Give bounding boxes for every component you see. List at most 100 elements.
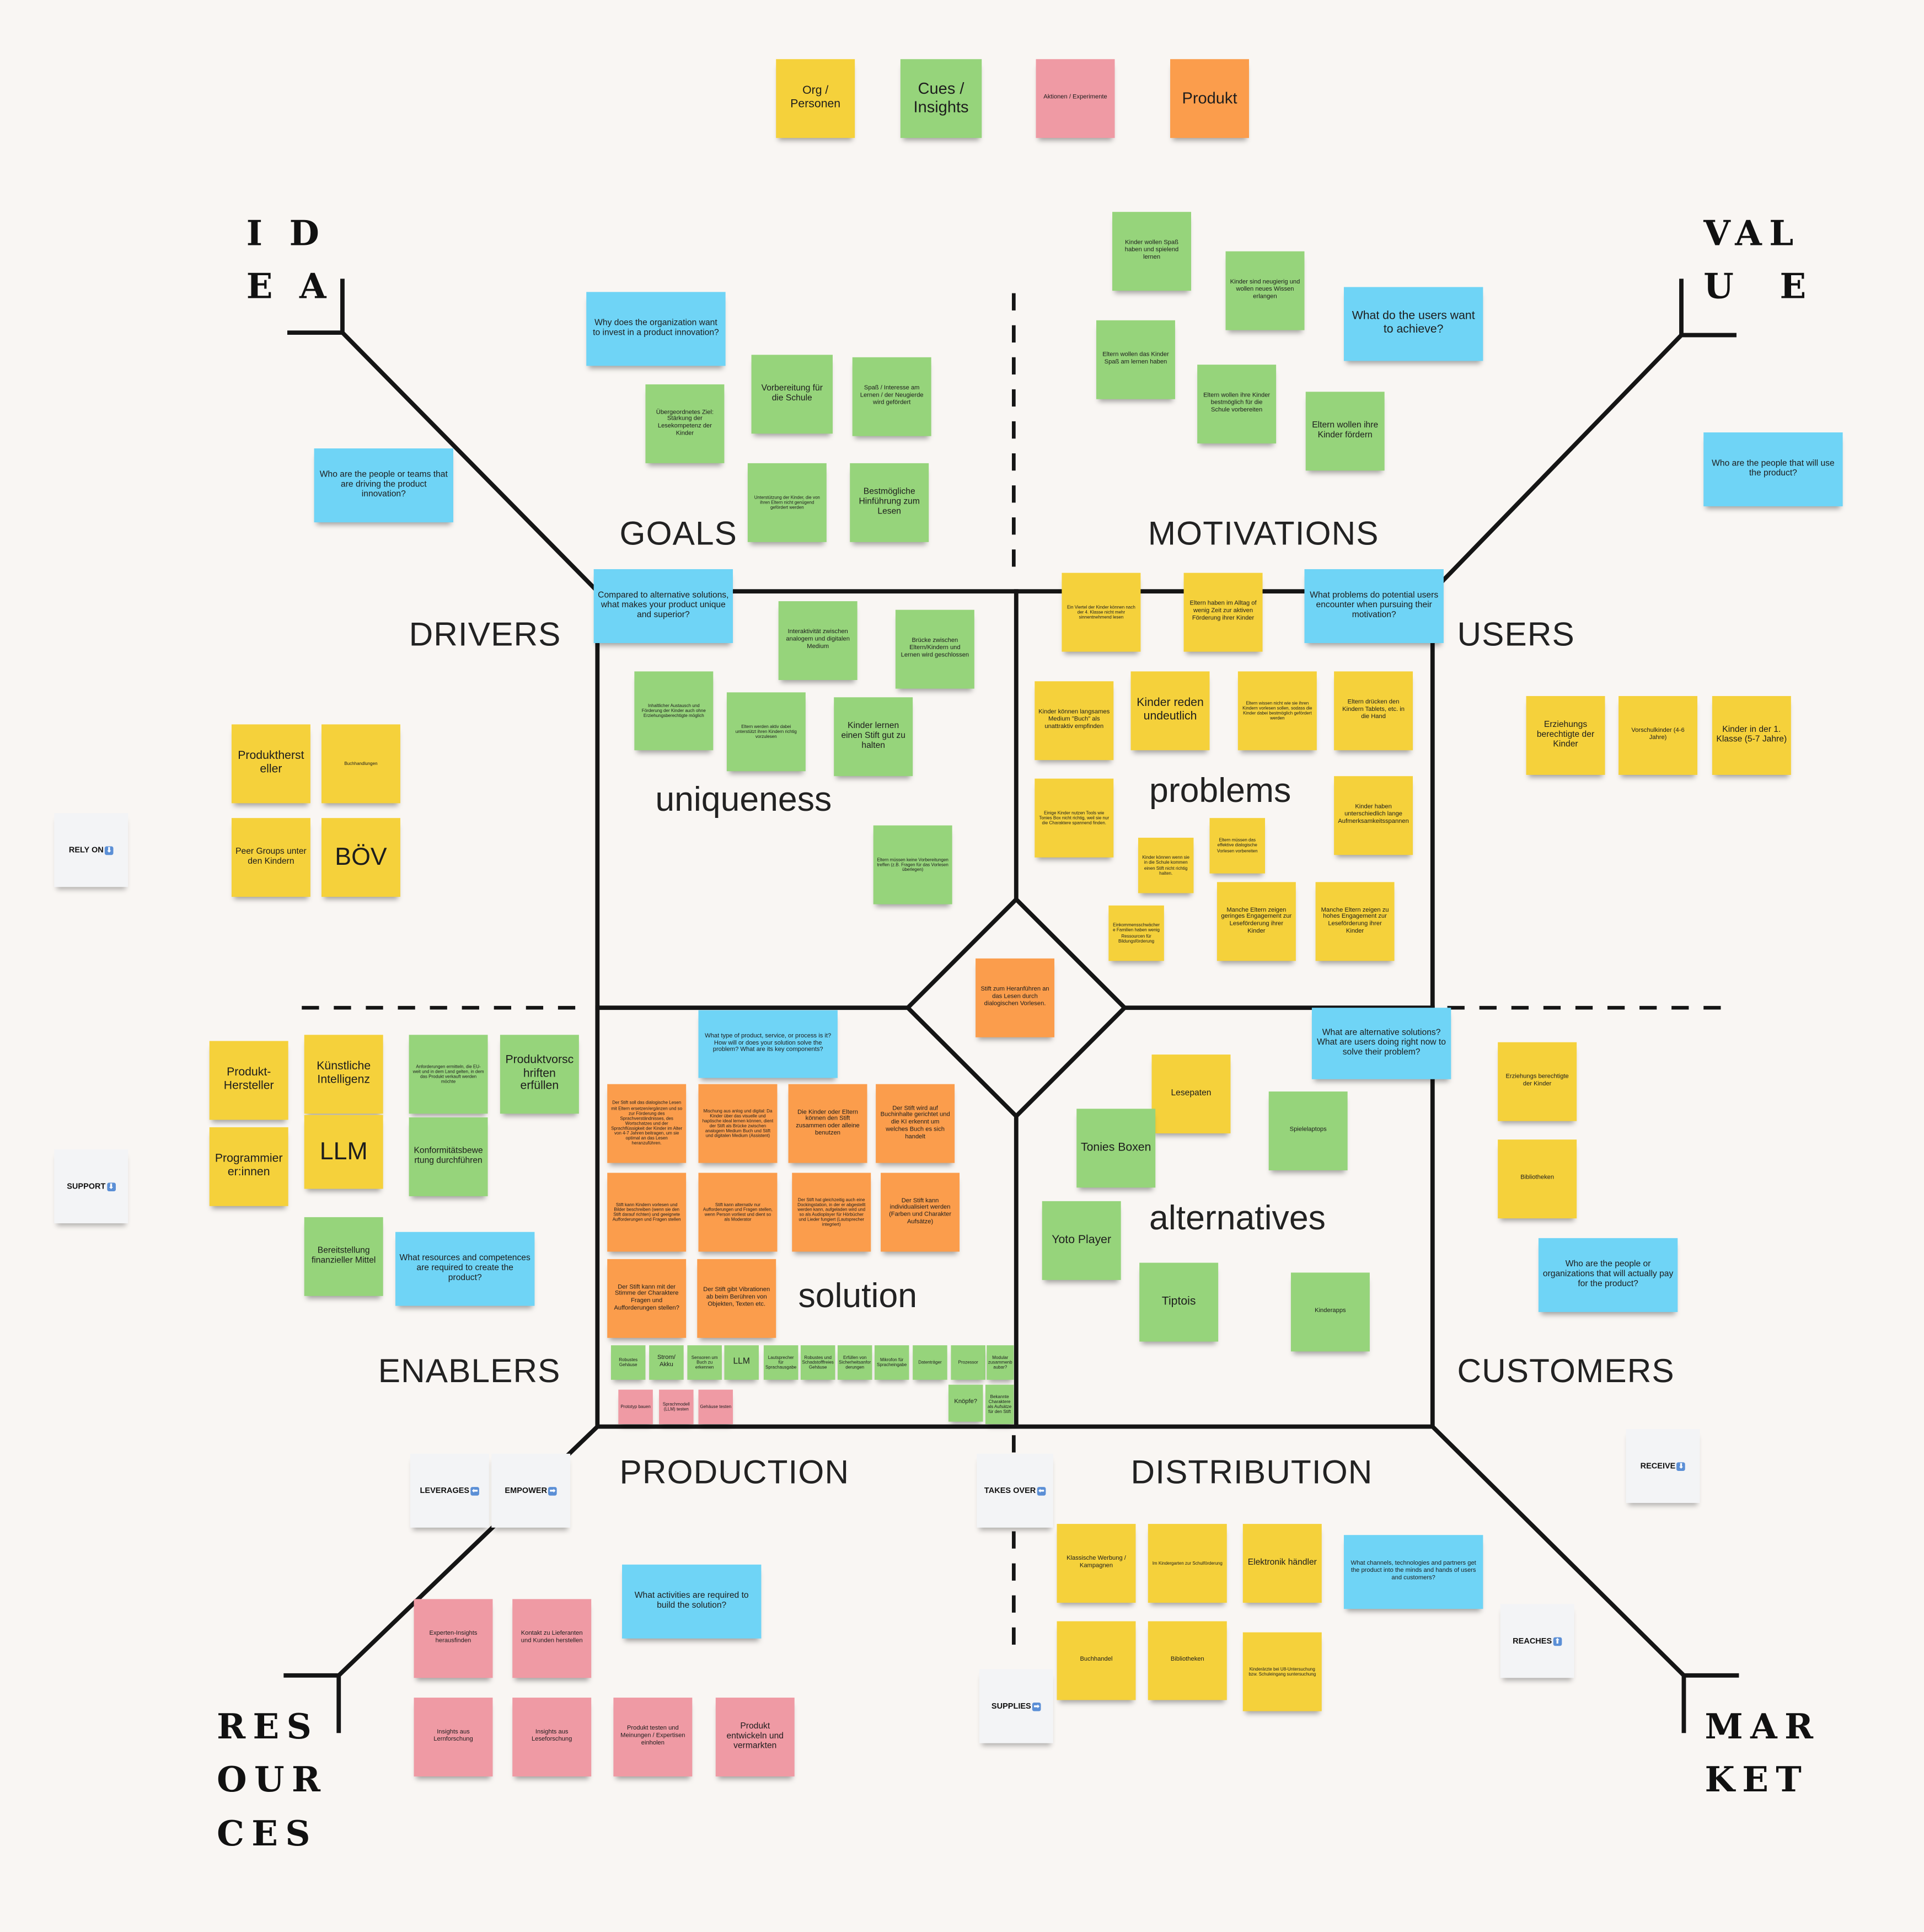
sticky-note-uniqueness[interactable]: Kinder lernen einen Stift gut zu halten [834, 697, 913, 777]
sticky-note-problems[interactable]: Einige Kinder nutzen Tools wie Tonies Bo… [1035, 778, 1114, 858]
sticky-note-solution[interactable]: Sprachmodell (LLM) testen [659, 1389, 694, 1425]
sticky-note-solution[interactable]: Prozessor [951, 1345, 985, 1380]
sticky-note-solution[interactable]: Stift kann Kindern vorlesen und Bilder b… [607, 1173, 687, 1252]
sticky-note-problems[interactable]: Kinder können langsames Medium "Buch" al… [1035, 681, 1114, 761]
connector-label-takes-over[interactable]: TAKES OVER⬅ [977, 1453, 1053, 1528]
question-note-customers[interactable]: Who are the people or organizations that… [1538, 1238, 1678, 1312]
connector-label-rely-on[interactable]: RELY ON⬇ [54, 813, 128, 887]
connector-label-leverages[interactable]: LEVERAGES⬅ [410, 1453, 489, 1528]
sticky-note-problems[interactable]: Manche Eltern zeigen geringes Engagement… [1216, 882, 1296, 961]
sticky-note-customers[interactable]: Bibliotheken [1498, 1139, 1577, 1219]
sticky-note-problems[interactable]: Kinder reden undeutlich [1130, 671, 1210, 751]
sticky-note-solution[interactable]: Knöpfe? [948, 1384, 983, 1422]
sticky-note-production[interactable]: Produkt testen und Meinungen / Expertise… [613, 1698, 693, 1776]
legend-note[interactable]: Org / Personen [776, 59, 855, 138]
sticky-note-users[interactable]: Kinder in der 1. Klasse (5-7 Jahre) [1712, 696, 1791, 775]
sticky-note-problems[interactable]: Eltern haben im Alltag of wenig Zeit zur… [1183, 572, 1263, 652]
question-note-users[interactable]: Who are the people that will use the pro… [1703, 432, 1843, 507]
sticky-note-alternatives[interactable]: Spielelaptops [1268, 1091, 1348, 1171]
sticky-note-problems[interactable]: Manche Eltern zeigen zu hohes Engagement… [1315, 882, 1395, 961]
sticky-note-users[interactable]: Erziehungs berechtigte der Kinder [1526, 696, 1605, 775]
sticky-note-alternatives[interactable]: Lesepaten [1151, 1055, 1231, 1134]
question-note-drivers[interactable]: Who are the people or teams that are dri… [314, 448, 454, 523]
legend-note[interactable]: Cues / Insights [900, 59, 982, 138]
sticky-note-solution[interactable]: Lautsprecher für Sprachausgabe [763, 1345, 798, 1380]
sticky-note-solution[interactable]: Erfüllen von Sicherheitsanforderungen [837, 1345, 872, 1380]
sticky-note-goals[interactable]: Vorbereitung für die Schule [751, 355, 833, 434]
sticky-note-distribution[interactable]: Im Kindergarten zur Schulförderung [1148, 1524, 1227, 1603]
sticky-note-problems[interactable]: Eltern drücken den Kindern Tablets, etc.… [1334, 671, 1413, 751]
sticky-note-solution[interactable]: Gehäuse testen [698, 1389, 733, 1425]
sticky-note-uniqueness[interactable]: Interaktivität zwischen analogem und dig… [778, 601, 858, 681]
question-note-production[interactable]: What activities are required to build th… [622, 1564, 762, 1639]
sticky-note-solution[interactable]: Robustes Gehäuse [610, 1345, 646, 1380]
question-note-uniqueness[interactable]: Compared to alternative solutions, what … [593, 569, 733, 643]
sticky-note-solution[interactable]: Strom/ Akku [649, 1345, 684, 1380]
sticky-note-alternatives[interactable]: Yoto Player [1042, 1201, 1121, 1280]
sticky-note-production[interactable]: Insights aus Lernforschung [414, 1698, 493, 1776]
sticky-note-alternatives[interactable]: Tonies Boxen [1076, 1109, 1156, 1188]
sticky-note-solution[interactable]: Der Stift soll das dialogische Lesen mit… [607, 1084, 687, 1163]
sticky-note-enablers[interactable]: LLM [304, 1115, 383, 1189]
sticky-note-drivers[interactable]: Produkthersteller [231, 724, 310, 804]
question-note-solution[interactable]: What type of product, service, or proces… [698, 1010, 838, 1078]
sticky-note-alternatives[interactable]: Tiptois [1139, 1262, 1219, 1342]
sticky-note-enablers[interactable]: Produkt-Hersteller [209, 1041, 288, 1120]
sticky-note-solution[interactable]: Die Kinder oder Eltern können den Stift … [788, 1084, 867, 1163]
sticky-note-users[interactable]: Vorschulkinder (4-6 Jahre) [1618, 696, 1698, 775]
connector-label-receive[interactable]: RECEIVE⬇ [1626, 1429, 1700, 1503]
sticky-note-enablers[interactable]: Produktvorschriften erfüllen [500, 1035, 579, 1114]
sticky-note-solution[interactable]: Mischung aus anlog und digital: Da Kinde… [698, 1084, 778, 1163]
sticky-note-goals[interactable]: Spaß / Interesse am Lernen / der Neugier… [852, 357, 931, 436]
sticky-note-solution[interactable]: Mikrofon für Spracheingabe [874, 1345, 909, 1380]
sticky-note-problems[interactable]: Kinder haben unterschiedlich lange Aufme… [1334, 776, 1413, 855]
sticky-note-distribution[interactable]: Klassische Werbung / Kampagnen [1057, 1524, 1136, 1603]
sticky-note-distribution[interactable]: Buchhandel [1057, 1621, 1136, 1700]
sticky-note-goals[interactable]: Bestmögliche Hinführung zum Lesen [850, 463, 929, 542]
connector-label-reaches[interactable]: REACHES⬆ [1500, 1604, 1574, 1678]
connector-label-support[interactable]: SUPPORT⬇ [54, 1149, 128, 1224]
sticky-note-problems[interactable]: Ein Viertel der Kinder können nach der 4… [1062, 572, 1141, 652]
sticky-note-solution[interactable]: Stift kann alternativ nur Aufforderungen… [698, 1173, 778, 1252]
sticky-note-production[interactable]: Experten-Insights herausfinden [414, 1599, 493, 1678]
sticky-note-uniqueness[interactable]: Brücke zwischen Eltern/Kindern und Lerne… [895, 609, 974, 689]
sticky-note-solution[interactable]: Der Stift wird auf Buchinhalte gerichtet… [876, 1084, 955, 1163]
sticky-note-production[interactable]: Kontakt zu Lieferanten und Kunden herste… [512, 1599, 592, 1678]
question-note-problems[interactable]: What problems do potential users encount… [1304, 569, 1444, 643]
legend-note[interactable]: Produkt [1170, 59, 1249, 138]
legend-note[interactable]: Aktionen / Experimente [1036, 59, 1115, 138]
sticky-note-production[interactable]: Produkt entwickeln und vermarkten [715, 1698, 795, 1776]
sticky-note-uniqueness[interactable]: Inhaltlicher Austausch und Förderung der… [634, 671, 714, 751]
sticky-note-solution[interactable]: Robustes und Schadstofffreies Gehäuse [800, 1345, 835, 1380]
sticky-note-uniqueness[interactable]: Eltern werden aktiv dabei unterstützt ih… [726, 692, 806, 772]
sticky-note-solution[interactable]: Der Stift hat gleichzeitig auch eine Doc… [792, 1173, 871, 1252]
sticky-note-solution[interactable]: Der Stift kann individualisiert werden (… [881, 1173, 960, 1252]
sticky-note-drivers[interactable]: Peer Groups unter den Kindern [231, 818, 310, 897]
sticky-note-motivations[interactable]: Eltern wollen ihre Kinder fördern [1305, 392, 1385, 471]
sticky-note-distribution[interactable]: Kinderärzte bei U8-Untersuchung bzw. Sch… [1242, 1632, 1322, 1711]
sticky-note-alternatives[interactable]: Kinderapps [1290, 1272, 1370, 1352]
sticky-note-drivers[interactable]: BÖV [321, 818, 400, 897]
sticky-note-goals[interactable]: Übergeordnetes Ziel: Stärkung der Leseko… [645, 384, 725, 463]
sticky-note-problems[interactable]: Einkommensschwächere Familien haben weni… [1108, 905, 1164, 961]
sticky-note-center[interactable]: Stift zum Heranführen an das Lesen durch… [976, 958, 1055, 1037]
sticky-note-problems[interactable]: Kinder können wenn sie in die Schule kom… [1138, 837, 1194, 893]
connector-label-empower[interactable]: EMPOWER➡ [491, 1453, 571, 1528]
sticky-note-motivations[interactable]: Kinder sind neugierig und wollen neues W… [1225, 251, 1305, 330]
sticky-note-motivations[interactable]: Kinder wollen Spaß haben und spielend le… [1112, 212, 1191, 291]
question-note-distribution[interactable]: What channels, technologies and partners… [1343, 1535, 1483, 1609]
sticky-note-motivations[interactable]: Eltern wollen ihre Kinder bestmöglich fü… [1197, 365, 1277, 444]
sticky-note-motivations[interactable]: Eltern wollen das Kinder Spaß am lernen … [1096, 320, 1175, 399]
question-note-goals[interactable]: Why does the organization want to invest… [586, 292, 726, 366]
sticky-note-distribution[interactable]: Bibliotheken [1148, 1621, 1227, 1700]
sticky-note-enablers[interactable]: Bereitstellung finanzieller Mittel [304, 1217, 383, 1296]
sticky-note-solution[interactable]: Bekannte Charaktere als Aufsätze für den… [985, 1384, 1014, 1425]
sticky-note-solution[interactable]: Der Stift gibt Vibrationen ab beim Berüh… [697, 1259, 776, 1338]
sticky-note-distribution[interactable]: Elektronik händler [1242, 1524, 1322, 1603]
sticky-note-goals[interactable]: Unterstützung der Kinder, die von ihren … [747, 463, 827, 542]
sticky-note-customers[interactable]: Erziehungs berechtigte der Kinder [1498, 1042, 1577, 1121]
sticky-note-problems[interactable]: Eltern müssen das effektive dialogische … [1209, 818, 1266, 874]
sticky-note-solution[interactable]: Datenträger [913, 1345, 947, 1380]
sticky-note-solution[interactable]: LLM [724, 1345, 759, 1380]
sticky-note-solution[interactable]: Der Stift kann mit der Stimme der Charak… [607, 1259, 687, 1338]
